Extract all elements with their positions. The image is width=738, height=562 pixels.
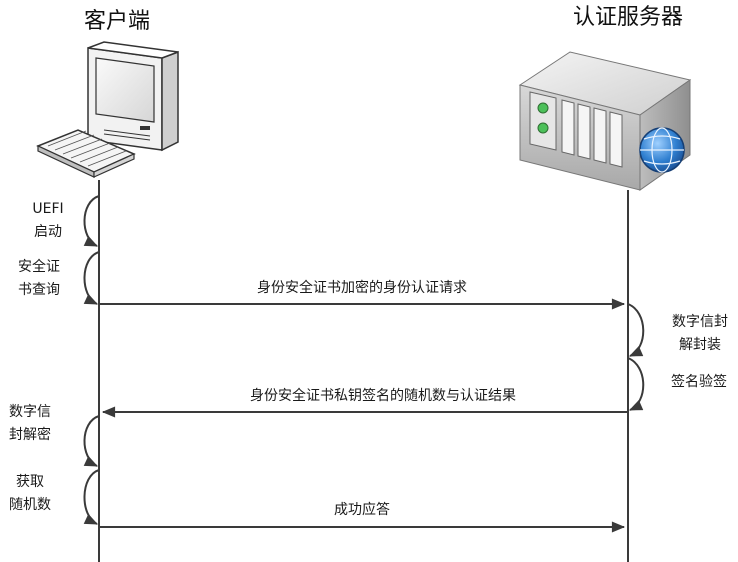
client-title: 客户端 (84, 9, 150, 34)
uefi-boot-label-line1: UEFI (32, 201, 63, 217)
digital-unwrap-label-line1: 数字信封 (672, 314, 728, 330)
cert-query-label-line2: 书查询 (18, 282, 60, 298)
get-random-label-line2: 随机数 (9, 497, 51, 513)
success-reply-label: 成功应答 (334, 501, 390, 518)
envelope-decrypt-label-line1: 数字信 (9, 404, 51, 420)
get-random-self-arrow (83, 469, 100, 525)
cert-query-self-arrow (83, 251, 100, 305)
uefi-boot-self-arrow (83, 195, 100, 247)
sig-verify-self-arrow (627, 357, 645, 411)
auth-request-label: 身份安全证书加密的身份认证请求 (257, 279, 467, 296)
digital-unwrap-self-arrow (627, 303, 645, 357)
get-random-label-line1: 获取 (16, 474, 44, 490)
envelope-decrypt-label-line2: 封解密 (9, 426, 51, 443)
server-with-globe-icon (518, 51, 692, 191)
sig-verify-label: 签名验签 (671, 373, 727, 390)
uefi-boot-label-line2: 启动 (34, 224, 62, 240)
auth-result-label: 身份安全证书私钥签名的随机数与认证结果 (250, 387, 516, 404)
desktop-computer-icon (36, 41, 179, 178)
cert-query-label-line1: 安全证 (18, 258, 60, 275)
digital-unwrap-label-line2: 解封装 (679, 337, 721, 353)
envelope-decrypt-self-arrow (83, 415, 100, 467)
server-title: 认证服务器 (573, 5, 683, 30)
